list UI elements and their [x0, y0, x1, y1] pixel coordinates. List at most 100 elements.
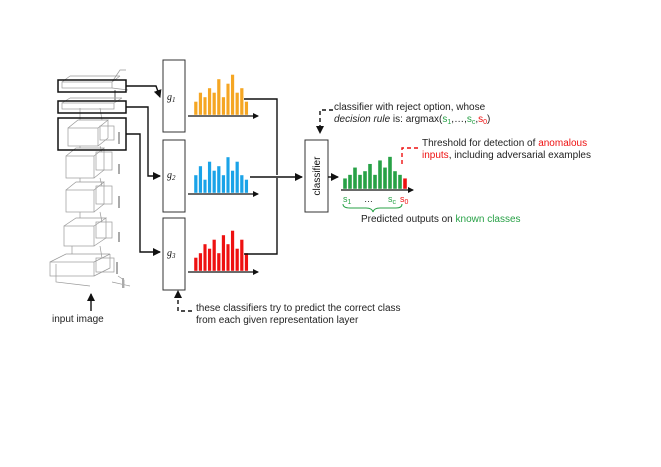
histogram-bar	[216, 78, 221, 116]
histogram-bar	[382, 167, 388, 190]
histogram-bar	[367, 163, 373, 190]
histogram-bar	[207, 87, 212, 116]
layer-block	[65, 181, 113, 213]
histogram-bar	[202, 179, 207, 194]
histogram-bar	[244, 179, 249, 194]
histogram-bar	[198, 252, 203, 272]
histogram-bar	[225, 83, 230, 116]
network-architecture-sketch	[49, 69, 131, 288]
classifier-label-g1: g1	[167, 92, 176, 104]
histogram-bar	[193, 174, 198, 194]
connector-g3-to-classifier	[244, 178, 278, 255]
histogram-bar	[397, 174, 403, 190]
annotation-reject-line1: classifier with reject option, whose	[334, 102, 486, 113]
histogram-bar	[244, 252, 249, 272]
connector-g1-to-classifier	[244, 98, 278, 175]
histogram-bar	[202, 96, 207, 116]
histogram-bar	[207, 248, 212, 272]
histogram-bar	[235, 92, 240, 116]
layer-block	[61, 75, 121, 89]
argmax-comma: ,	[475, 114, 479, 125]
arrow-layer2-to-g2	[126, 106, 161, 180]
layer-block	[61, 97, 123, 110]
histogram-bar	[216, 165, 221, 194]
arrow-layer3-to-g3	[126, 133, 161, 256]
histogram-bar	[372, 174, 378, 190]
layer-block	[49, 253, 115, 277]
layer-block	[63, 217, 113, 247]
histogram-bar	[239, 87, 244, 116]
histogram-bar	[216, 252, 221, 272]
histogram-bar	[362, 170, 368, 190]
decision-rule-text: decision rule	[334, 114, 391, 125]
histogram-bar	[392, 170, 398, 190]
known-classes-text: known classes	[455, 214, 521, 225]
classifier-box-g2	[162, 139, 186, 213]
classifier-label-g3: g3	[167, 248, 176, 260]
threshold-line1: Threshold for detection of anomalous	[422, 138, 588, 149]
meta-classifier-label: classifier	[312, 156, 323, 196]
histogram-bar	[239, 239, 244, 272]
argmax-ellipsis: ,…,	[451, 114, 467, 125]
argmax-text: is: argmax(	[390, 114, 443, 125]
classifier-box-g3	[162, 217, 186, 291]
classifier-name: g	[167, 170, 172, 181]
histogram-bar	[198, 92, 203, 116]
annotation-bottom-line2: from each given representation layer	[196, 315, 359, 326]
annotation-representation-layer: these classifiers try to predict the cor…	[196, 303, 401, 327]
histogram-bar	[212, 170, 217, 194]
output-histogram	[342, 156, 408, 190]
classifier-label-g2: g2	[167, 170, 176, 182]
histogram-bar	[198, 165, 203, 194]
layer-block	[67, 119, 115, 147]
argmax-close: )	[487, 114, 491, 125]
classifier-index: 2	[172, 174, 176, 182]
anomalous-text: anomalous	[538, 138, 588, 149]
histogram-bar	[193, 257, 198, 272]
histogram-bar	[221, 96, 226, 116]
dashed-pointer-threshold	[401, 147, 418, 166]
meta-classifier-box	[304, 139, 329, 213]
histogram-bar	[212, 92, 217, 116]
known-classes-brace	[342, 203, 403, 213]
input-image-label: input image	[52, 314, 104, 325]
histogram-g2	[193, 156, 249, 194]
histogram-bar	[212, 239, 217, 272]
network-tiny-labels	[114, 90, 124, 288]
inputs-text: inputs	[422, 150, 449, 161]
histogram-bar	[230, 230, 235, 272]
argmax-s0: s0	[478, 114, 488, 126]
histogram-bar	[347, 174, 353, 190]
histogram-bar	[402, 177, 408, 190]
histogram-bar	[342, 177, 348, 190]
dashed-pointer-top-head	[316, 126, 324, 134]
dashed-pointer-top	[319, 109, 333, 128]
argmax-s1: s1	[442, 114, 452, 126]
histogram-bar	[235, 248, 240, 272]
histogram-bar	[235, 161, 240, 194]
histogram-bar	[239, 174, 244, 194]
histogram-bar	[387, 156, 393, 190]
histogram-bar	[377, 159, 383, 190]
classifier-index: 1	[172, 96, 176, 104]
annotation-reject-option: classifier with reject option, whose dec…	[334, 102, 490, 129]
classifier-name: g	[167, 92, 172, 103]
histogram-bar	[230, 170, 235, 194]
output-label-s0: s0	[400, 194, 409, 206]
histogram-bar	[225, 243, 230, 272]
histogram-g3	[193, 230, 249, 272]
histogram-bar	[357, 174, 363, 190]
histogram-g1	[193, 74, 249, 116]
histogram-bar	[225, 156, 230, 194]
histogram-bar	[207, 161, 212, 194]
annotation-reject-line2: decision rule is: argmax(s1,…,sc,s0)	[334, 114, 490, 129]
classifier-box-g1	[162, 59, 186, 133]
threshold-line2: inputs, including adversarial examples	[422, 150, 591, 161]
dashed-pointer-bottom-head	[174, 290, 182, 298]
output-label-dots: …	[364, 194, 373, 204]
histogram-bar	[230, 74, 235, 116]
annotation-predicted-outputs: Predicted outputs on known classes	[361, 214, 521, 225]
annotation-bottom-line1: these classifiers try to predict the cor…	[196, 303, 401, 314]
histogram-bar	[202, 243, 207, 272]
